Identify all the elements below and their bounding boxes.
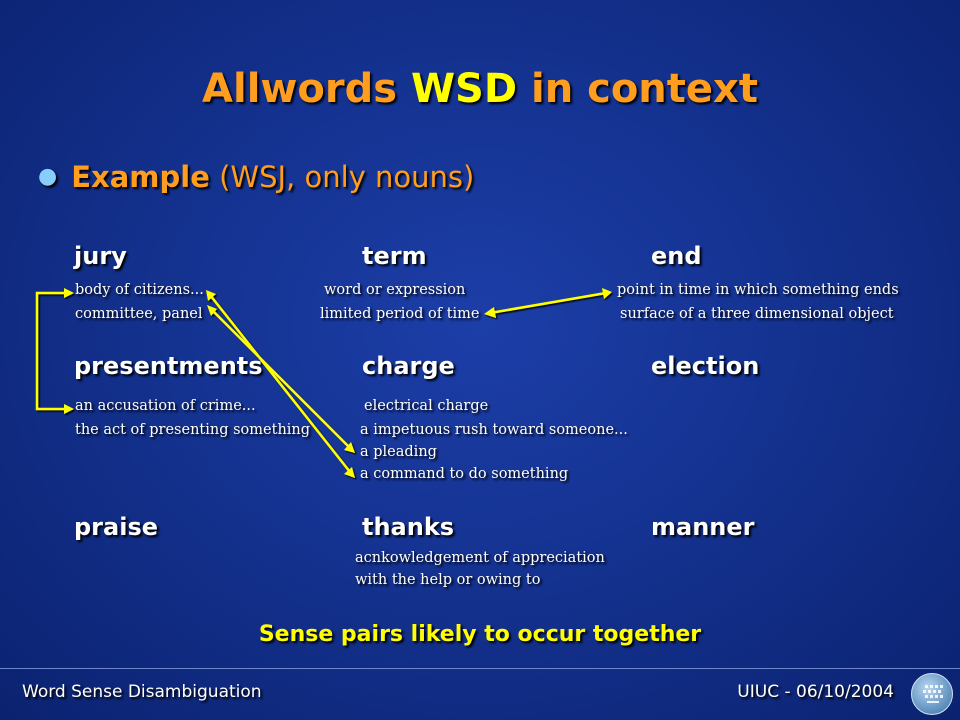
title-part-1: Allwords bbox=[202, 66, 411, 112]
arrowhead-committee-icon bbox=[207, 305, 217, 316]
connector-term-end bbox=[489, 291, 607, 315]
word-praise: praise bbox=[74, 513, 158, 541]
footer-left-text: Word Sense Disambiguation bbox=[22, 682, 262, 702]
example-bullet: ● Example (WSJ, only nouns) bbox=[38, 160, 474, 194]
university-seal-icon bbox=[911, 673, 953, 715]
title-part-3: in context bbox=[517, 66, 758, 112]
sense-jury-1: body of citizens... bbox=[75, 282, 204, 298]
connector-jury-presentments bbox=[35, 291, 68, 411]
title-part-2: WSD bbox=[410, 66, 518, 112]
word-presentments: presentments bbox=[74, 352, 263, 380]
bullet-rest-text: (WSJ, only nouns) bbox=[209, 160, 475, 194]
sense-charge-1: electrical charge bbox=[364, 398, 489, 414]
connector-jury-charge bbox=[209, 294, 351, 473]
bullet-strong-text: Example bbox=[71, 160, 210, 194]
word-charge: charge bbox=[362, 352, 455, 380]
word-election: election bbox=[651, 352, 760, 380]
arrowhead-presentments-icon bbox=[64, 404, 74, 414]
caption-sense-pairs: Sense pairs likely to occur together bbox=[258, 622, 702, 647]
word-thanks: thanks bbox=[362, 513, 455, 541]
bullet-dot-icon: ● bbox=[38, 164, 58, 189]
sense-term-2: limited period of time bbox=[320, 306, 480, 322]
arrowhead-end-icon bbox=[602, 288, 612, 299]
sense-presentments-1: an accusation of crime... bbox=[75, 398, 256, 414]
arrowhead-jury-body-icon bbox=[206, 290, 216, 301]
sense-jury-2: committee, panel bbox=[75, 306, 203, 322]
connector-committee-pleading bbox=[211, 309, 351, 449]
word-manner: manner bbox=[651, 513, 755, 541]
sense-charge-2: a impetuous rush toward someone... bbox=[360, 422, 628, 438]
slide-title: Allwords WSD in context bbox=[0, 66, 960, 112]
word-end: end bbox=[651, 242, 702, 270]
footer-divider bbox=[0, 668, 960, 669]
arrowhead-term-icon bbox=[484, 307, 496, 318]
word-term: term bbox=[362, 242, 427, 270]
sense-charge-3: a pleading bbox=[360, 444, 437, 460]
footer-right-text: UIUC - 06/10/2004 bbox=[737, 682, 894, 702]
arrowhead-pleading-icon bbox=[344, 442, 355, 453]
sense-charge-4: a command to do something bbox=[360, 466, 569, 482]
sense-end-1: point in time in which something ends bbox=[617, 282, 899, 298]
sense-presentments-2: the act of presenting something bbox=[75, 422, 311, 438]
sense-thanks-2: with the help or owing to bbox=[355, 572, 541, 588]
sense-end-2: surface of a three dimensional object bbox=[620, 306, 894, 322]
word-jury: jury bbox=[74, 242, 127, 270]
sense-term-1: word or expression bbox=[324, 282, 466, 298]
arrowhead-charge-command-icon bbox=[344, 467, 355, 478]
arrowhead-jury-icon bbox=[64, 288, 74, 298]
sense-thanks-1: acnkowledgement of appreciation bbox=[355, 550, 605, 566]
